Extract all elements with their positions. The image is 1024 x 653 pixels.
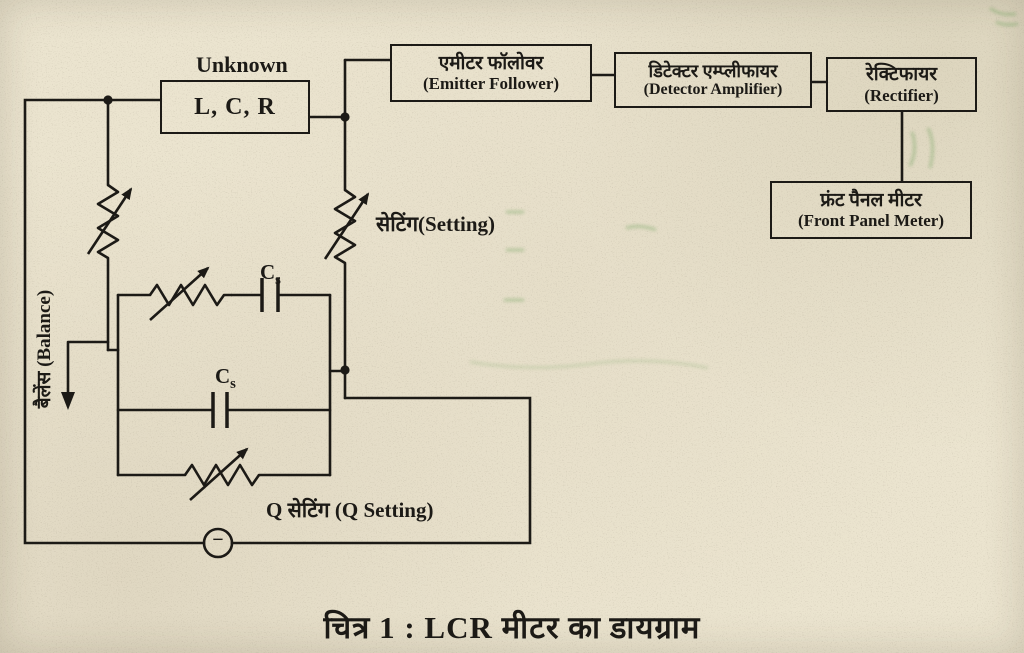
unknown-title: Unknown <box>196 52 288 77</box>
emitter-follower-label-en: (Emitter Follower) <box>422 74 560 94</box>
q-setting-label: Q सेटिंग (Q Setting) <box>266 498 434 522</box>
source-minus-symbol: − <box>212 529 224 551</box>
circuit-wires <box>23 58 904 545</box>
scan-artifacts <box>469 6 1019 370</box>
balance-label: बैलेंस (Balance) <box>34 289 55 409</box>
capacitor-cs-middle-label: Cs <box>215 364 236 393</box>
detector-amplifier-label-hi: डिटेक्टर एम्प्लीफायर <box>648 60 778 81</box>
detector-amplifier-label-en: (Detector Amplifier) <box>643 81 783 99</box>
emitter-follower-label-hi: एमीटर फॉलोवर <box>438 52 544 74</box>
balance-arrow-icon <box>61 392 75 410</box>
setting-label: सेटिंग(Setting) <box>376 212 496 236</box>
capacitor-cs-top-icon <box>260 278 280 312</box>
lcr-box-label: L, C, R <box>194 93 276 120</box>
detector-amplifier-box: डिटेक्टर एम्प्लीफायर (Detector Amplifier… <box>614 52 812 108</box>
capacitor-cs-middle-icon <box>211 392 229 428</box>
unknown-lcr-box: L, C, R <box>160 80 310 134</box>
variable-resistor-setting-icon <box>323 188 370 265</box>
junction-dots <box>103 95 350 375</box>
source-icon <box>202 527 234 559</box>
rectifier-label-en: (Rectifier) <box>864 85 939 105</box>
variable-resistor-q-setting-icon <box>183 447 261 501</box>
front-panel-meter-box: फ्रंट पैनल मीटर (Front Panel Meter) <box>770 181 972 239</box>
capacitor-cs-top-label: Cs <box>260 260 281 289</box>
figure-caption: चित्र 1 : LCR मीटर का डायग्राम <box>323 610 701 645</box>
front-panel-meter-label-hi: फ्रंट पैनल मीटर <box>820 189 922 211</box>
rectifier-box: रेक्टिफायर (Rectifier) <box>826 57 977 112</box>
emitter-follower-box: एमीटर फॉलोवर (Emitter Follower) <box>390 44 592 102</box>
variable-resistor-top-icon <box>148 266 232 321</box>
front-panel-meter-label-en: (Front Panel Meter) <box>797 211 944 231</box>
rectifier-label-hi: रेक्टिफायर <box>866 64 937 86</box>
variable-resistor-balance-icon <box>86 183 133 260</box>
